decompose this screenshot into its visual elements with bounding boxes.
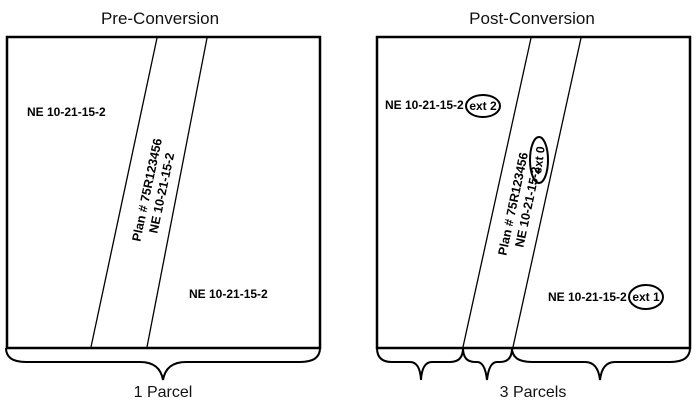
pre-parcel-brace [5,347,321,381]
post-conversion-title: Post-Conversion [469,9,595,28]
post-parcel-brace-right [511,347,691,381]
post-parcel-label-upper: NE 10-21-15-2 [385,98,464,112]
pre-road-strip-right-edge [146,37,208,348]
post-parcel-label-lower: NE 10-21-15-2 [548,290,627,304]
pre-road-strip-left-edge [90,37,158,348]
pre-parcel-label-upper: NE 10-21-15-2 [27,105,106,119]
pre-plan-label: Plan # 75R123456 NE 10-21-15-2 [129,137,177,243]
post-ext-plan-group: ext 0 [530,145,548,174]
post-parcel-brace-middle [462,347,513,381]
pre-parcel-boundary [5,35,322,350]
post-ext-marker-lower [628,284,664,310]
post-parcel-brace-left [376,347,464,381]
post-ext-marker-plan [529,136,549,184]
post-conversion-panel: Post-Conversion NE 10-21-15-2 ext 2 Plan… [375,9,692,401]
pre-conversion-title: Pre-Conversion [101,9,219,28]
post-parcel-count: 3 Parcels [500,384,567,401]
post-ext-label-plan: ext 0 [530,145,548,174]
post-ext-marker-upper [465,94,501,118]
post-ext-label-lower: ext 1 [632,290,660,304]
post-road-strip-right-edge [512,37,582,348]
pre-conversion-panel: Pre-Conversion NE 10-21-15-2 Plan # 75R1… [5,9,322,401]
pre-parcel-label-lower: NE 10-21-15-2 [189,287,268,301]
post-ext-label-upper: ext 2 [469,99,497,113]
post-parcel-boundary [375,35,692,350]
pre-parcel-count: 1 Parcel [134,384,193,401]
post-road-strip-left-edge [462,37,532,348]
